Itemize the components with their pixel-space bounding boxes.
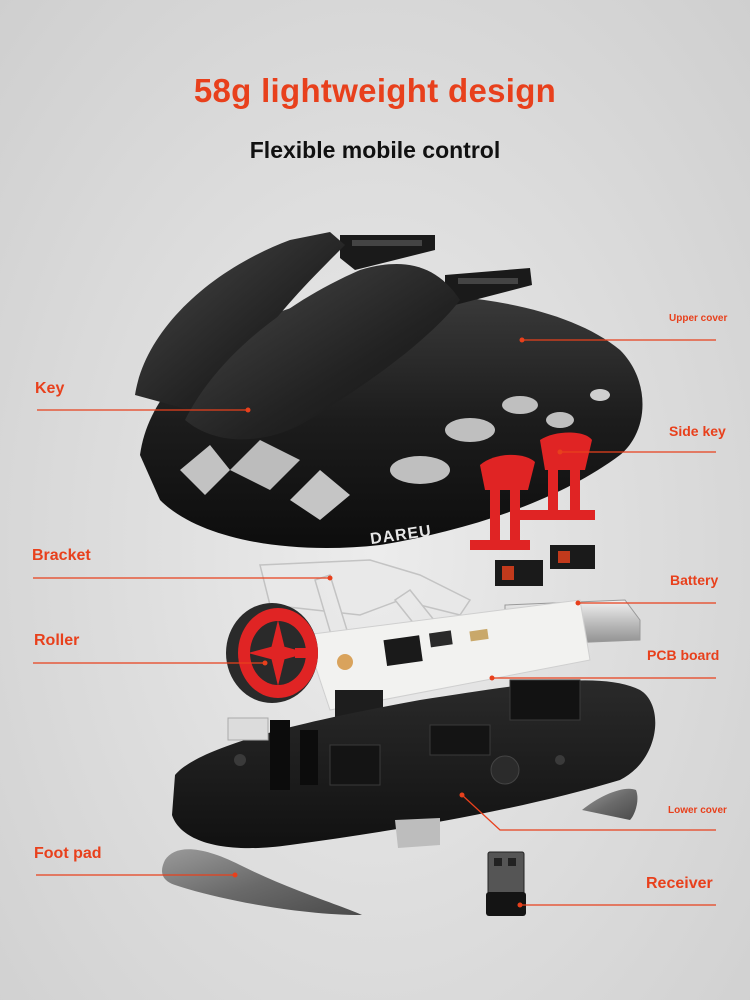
label-bracket: Bracket	[32, 547, 91, 564]
label-pcb-board: PCB board	[647, 647, 720, 663]
label-roller: Roller	[34, 632, 80, 649]
label-side-key: Side key	[669, 423, 726, 439]
headline: 58g lightweight design	[193, 72, 557, 109]
key-rails	[340, 235, 532, 305]
subheadline: Flexible mobile control	[249, 137, 501, 163]
label-battery: Battery	[670, 572, 719, 588]
label-lower-cover: Lower cover	[668, 805, 727, 816]
label-receiver: Receiver	[646, 875, 713, 892]
small-foot-pad-part	[582, 788, 638, 820]
leader-lines	[33, 339, 716, 906]
label-upper-cover: Upper cover	[669, 313, 728, 324]
left-key-part	[135, 232, 460, 440]
side-key-part	[470, 432, 595, 550]
label-key: Key	[35, 380, 65, 397]
lower-cover-part	[172, 679, 656, 849]
large-foot-pad-part	[162, 849, 362, 915]
label-foot-pad: Foot pad	[34, 845, 102, 862]
receiver-part	[486, 851, 526, 916]
leader-dots	[232, 337, 581, 908]
roller-part	[226, 603, 318, 703]
